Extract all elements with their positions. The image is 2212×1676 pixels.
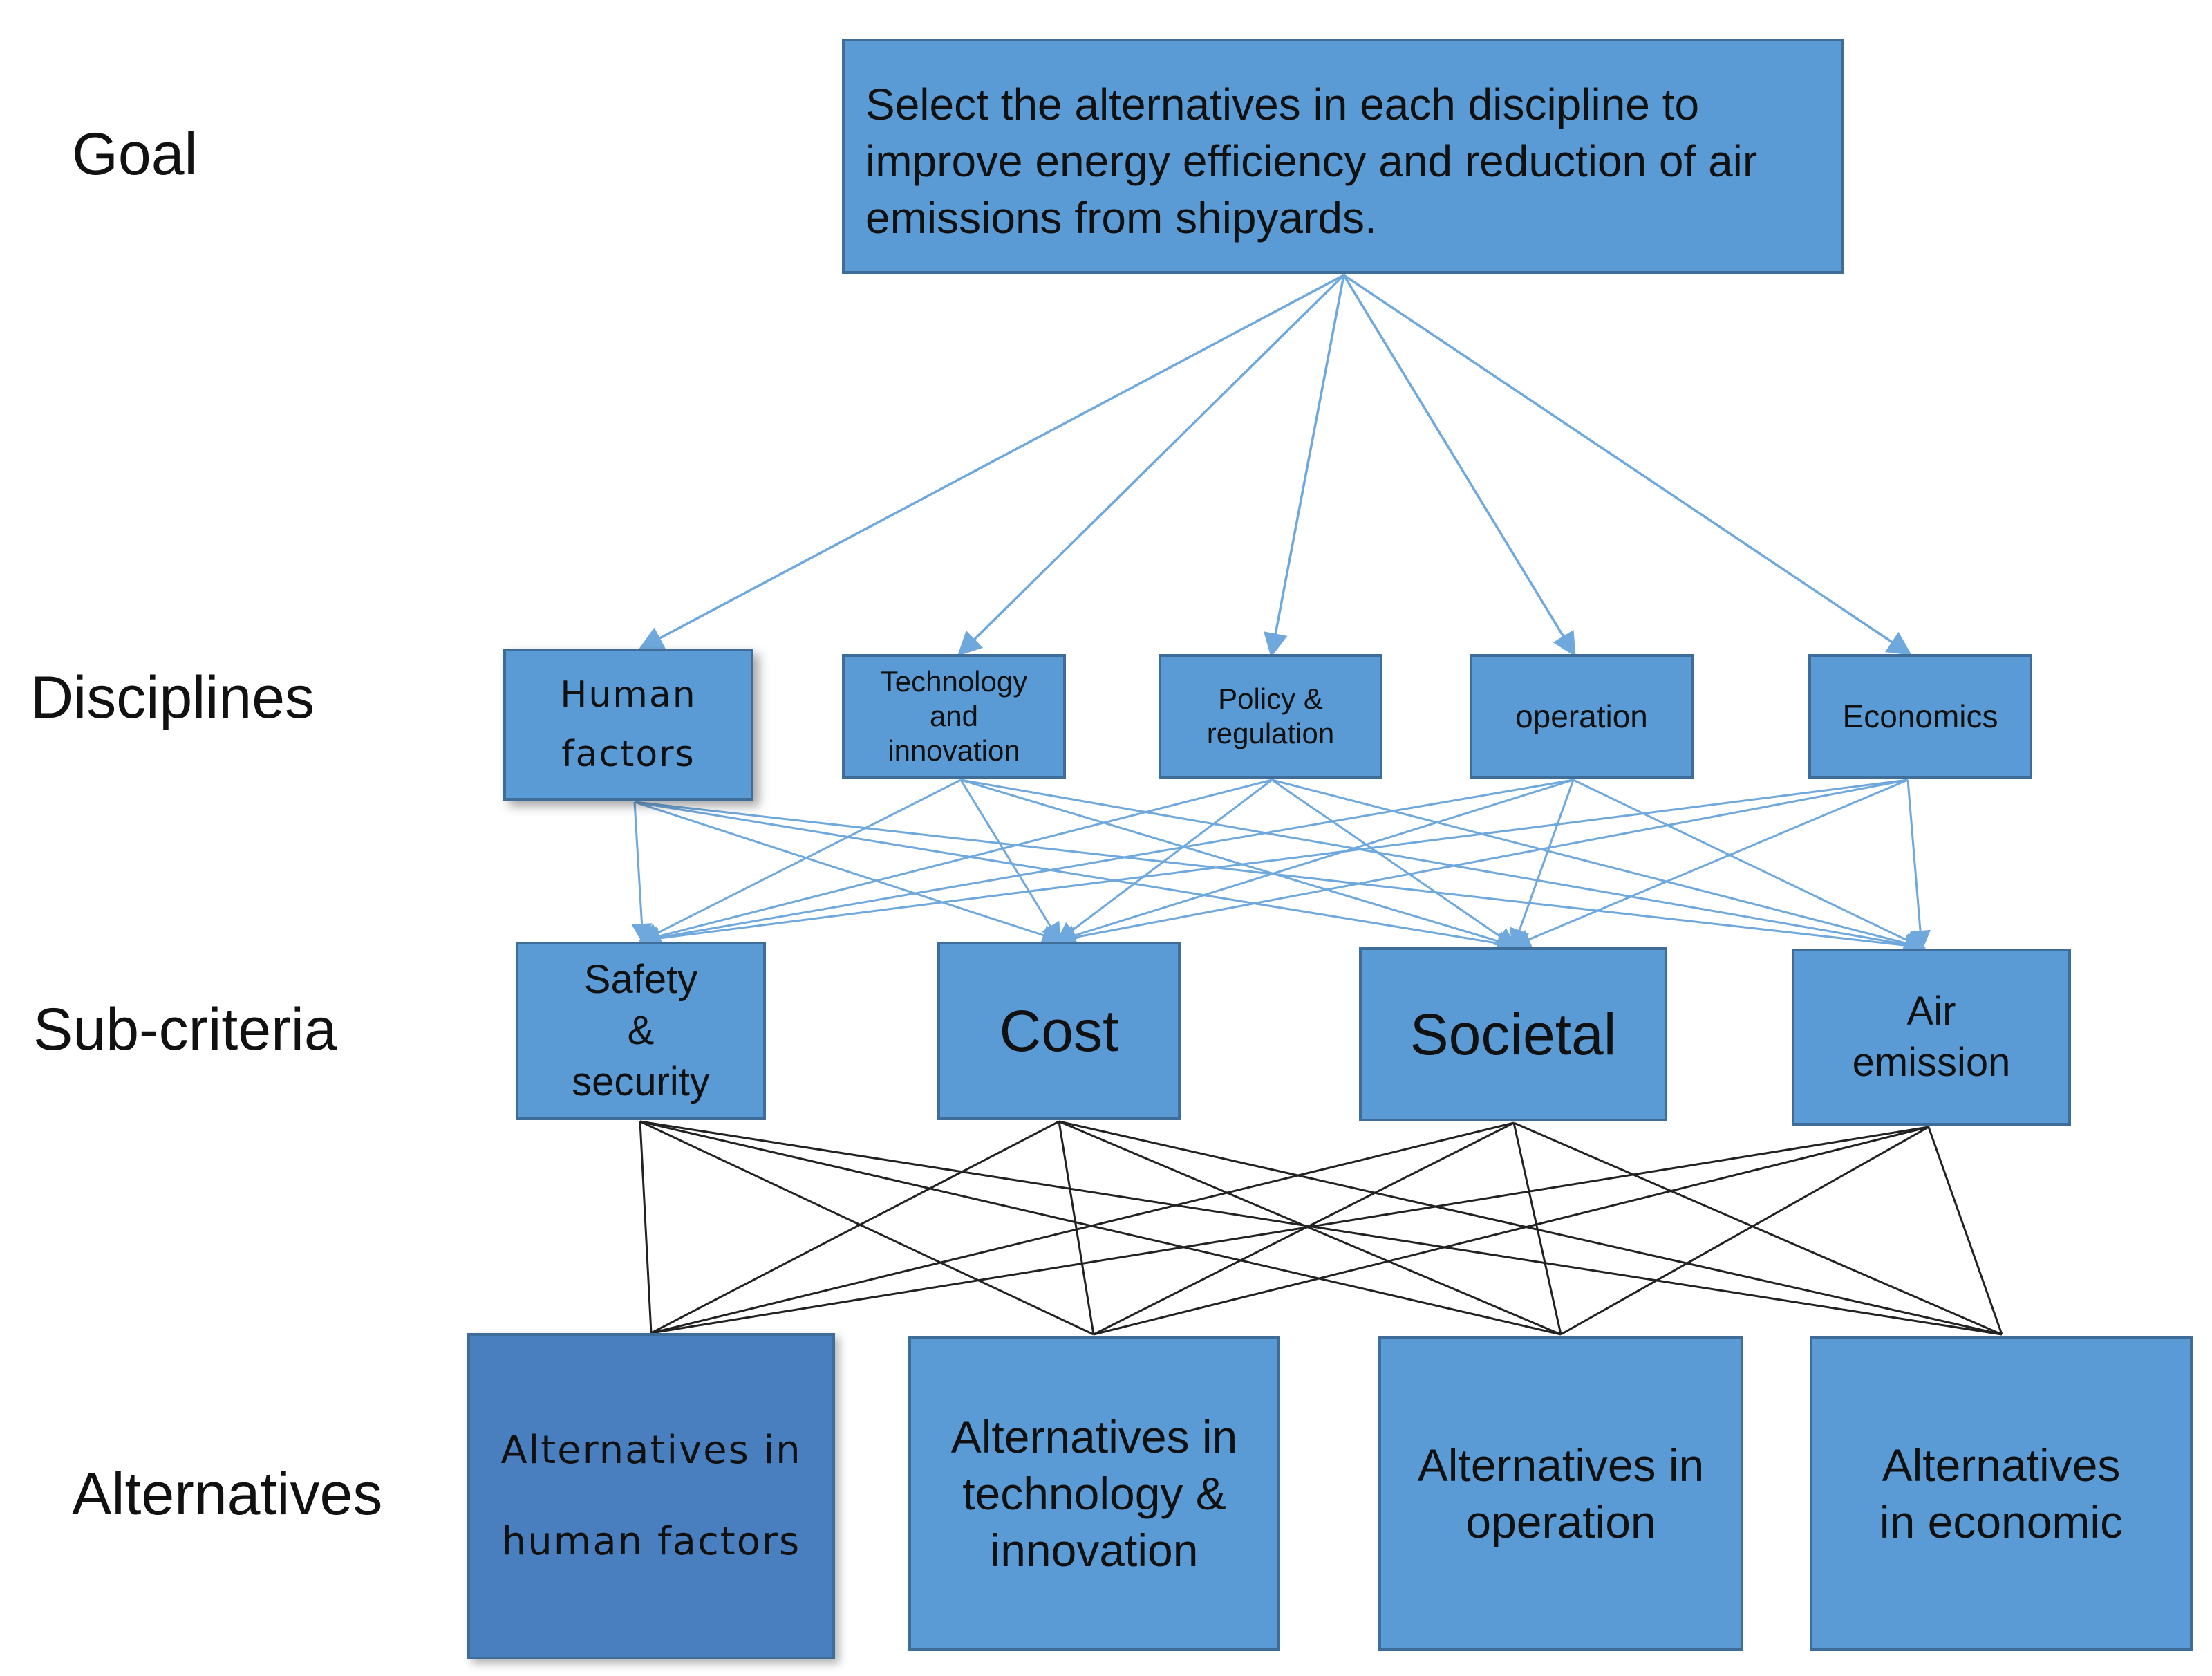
discipline-label: Technology and innovation <box>880 665 1028 767</box>
subcriterion-alternative-line <box>650 1121 1515 1334</box>
discipline-subcriterion-arrow <box>1056 779 1273 943</box>
level-label-subcriteria: Sub-criteria <box>33 996 337 1063</box>
discipline-subcriterion-arrow <box>639 779 1574 948</box>
alternative-operation: Alternatives in operation <box>1378 1336 1743 1651</box>
discipline-human-factors: Human factors <box>503 649 753 801</box>
discipline-subcriterion-arrow <box>634 801 1518 953</box>
subcriterion-label: Safety & security <box>572 957 710 1104</box>
discipline-subcriterion-arrow <box>1509 779 1575 950</box>
subcriterion-alternative-line <box>1058 1121 1095 1335</box>
alternative-label: Alternatives in economic <box>1879 1440 2124 1547</box>
discipline-subcriterion-arrow <box>639 779 1273 947</box>
subcriterion-cost: Cost <box>937 942 1181 1120</box>
alternative-label: Alternatives in technology & innovation <box>950 1411 1238 1576</box>
discipline-subcriterion-arrow <box>639 779 962 942</box>
subcriterion-safety-security: Safety & security <box>516 942 766 1120</box>
subcriterion-alternative-line <box>639 1120 1094 1336</box>
discipline-economics: Economics <box>1808 654 2032 779</box>
discipline-subcriterion-arrow <box>634 801 1063 945</box>
subcriterion-alternative-line <box>639 1120 2003 1336</box>
discipline-subcriterion-arrow <box>960 779 1926 955</box>
goal-discipline-arrow <box>1343 274 1912 655</box>
discipline-subcriterion-arrow <box>959 779 1062 944</box>
level-label-alternatives: Alternatives <box>72 1461 383 1527</box>
subcriterion-label: Cost <box>999 998 1119 1063</box>
subcriterion-alternative-line <box>1093 1126 1929 1336</box>
discipline-policy-regulation: Policy & regulation <box>1159 654 1382 779</box>
subcriterion-alternative-line <box>1058 1120 1562 1336</box>
goal-discipline-arrow <box>1264 274 1345 658</box>
subcriterion-label: Societal <box>1409 1002 1617 1067</box>
goal-box: Select the alternatives in each discipli… <box>842 39 1844 274</box>
alternative-human-factors: Alternatives in human factors <box>467 1333 835 1659</box>
subcriterion-alternative-line <box>1512 1122 1562 1335</box>
subcriterion-alternative-line <box>1560 1126 1929 1336</box>
discipline-label: Economics <box>1842 698 1998 734</box>
subcriterion-air-emission: Air emission <box>1792 949 2071 1126</box>
alternative-technology-innovation: Alternatives in technology & innovation <box>908 1336 1280 1651</box>
subcriterion-alternative-line <box>1513 1121 2003 1336</box>
alternative-economic: Alternatives in economic <box>1810 1336 2193 1651</box>
subcriterion-alternative-line <box>1927 1126 2003 1335</box>
level-label-disciplines: Disciplines <box>30 664 315 731</box>
discipline-label: operation <box>1515 698 1648 734</box>
discipline-subcriterion-arrow <box>1271 779 1517 949</box>
goal-discipline-arrow <box>1342 274 1576 657</box>
alternative-label: Alternatives in human factors <box>500 1428 802 1564</box>
discipline-subcriterion-arrow <box>631 801 653 944</box>
goal-discipline-arrow <box>957 274 1345 656</box>
subcriterion-label: Air emission <box>1852 989 2011 1085</box>
discipline-label: Human factors <box>560 674 697 775</box>
discipline-subcriterion-arrow <box>1510 779 1909 949</box>
subcriterion-alternative-line <box>639 1120 1562 1336</box>
discipline-subcriterion-arrow <box>639 779 1909 949</box>
discipline-subcriterion-arrow <box>1271 779 1926 953</box>
subcriterion-alternative-line <box>650 1126 1929 1334</box>
discipline-subcriterion-arrow <box>1055 779 1574 946</box>
discipline-operation: operation <box>1470 654 1694 779</box>
subcriterion-alternative-line <box>650 1120 1060 1334</box>
discipline-subcriterion-arrow <box>1573 779 1926 950</box>
subcriterion-alternative-line <box>1058 1120 2003 1336</box>
alternative-label: Alternatives in operation <box>1417 1440 1705 1547</box>
discipline-subcriterion-arrow <box>1055 779 1909 948</box>
level-label-goal: Goal <box>72 121 198 187</box>
goal-text: Select the alternatives in each discipli… <box>865 80 1758 243</box>
discipline-subcriterion-arrow <box>1906 779 1931 951</box>
discipline-technology-innovation: Technology and innovation <box>842 654 1066 779</box>
goal-discipline-arrow <box>638 274 1344 650</box>
subcriterion-societal: Societal <box>1359 947 1667 1121</box>
subcriterion-alternative-line <box>639 1121 653 1334</box>
discipline-label: Policy & regulation <box>1206 682 1335 749</box>
discipline-subcriterion-arrow <box>960 779 1518 951</box>
